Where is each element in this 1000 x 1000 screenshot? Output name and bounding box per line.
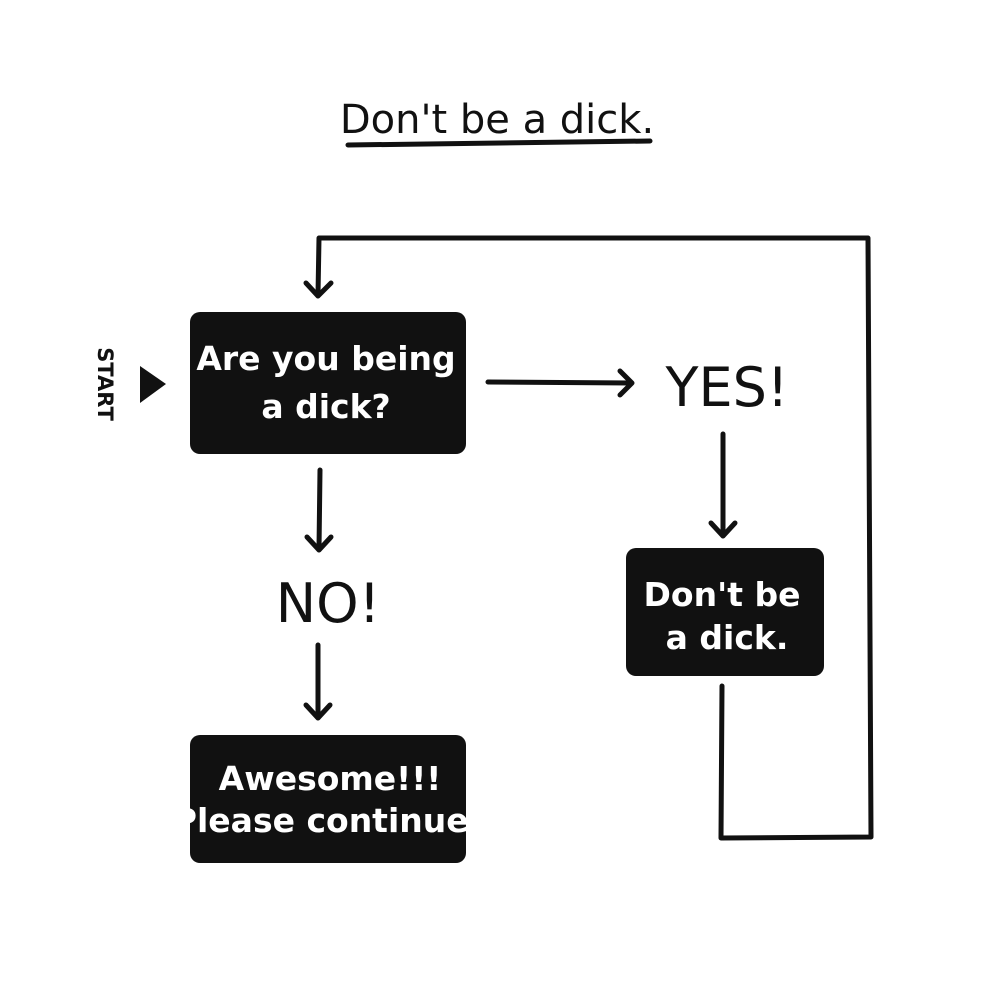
arrow-to-no-head [304,534,334,553]
arrow-to-awesome-head [303,702,333,721]
dont-line-2: a dick. [666,618,789,657]
no-label: NO! [276,572,381,635]
start-label: START [93,347,117,421]
start-pointer [140,366,166,403]
question-line-1: Are you being [196,339,455,378]
arrow-to-no [316,467,323,552]
arrow-to-yes-head [617,368,635,398]
title-underline [345,138,653,148]
diagram-title: Don't be a dick. [340,97,654,143]
awesome-box [190,735,466,863]
arrow-to-dont-head [708,520,738,539]
loop-back-line [315,235,874,841]
awesome-line-2: Please continue. [173,801,481,840]
dont-line-1: Don't be [644,575,801,614]
dont-box [626,548,824,676]
awesome-line-1: Awesome!!! [219,759,442,798]
yes-label: YES! [664,356,788,419]
question-box [190,312,466,454]
arrow-to-yes [485,379,634,386]
question-line-2: a dick? [261,387,390,426]
loop-back-arrow-head [303,280,334,299]
